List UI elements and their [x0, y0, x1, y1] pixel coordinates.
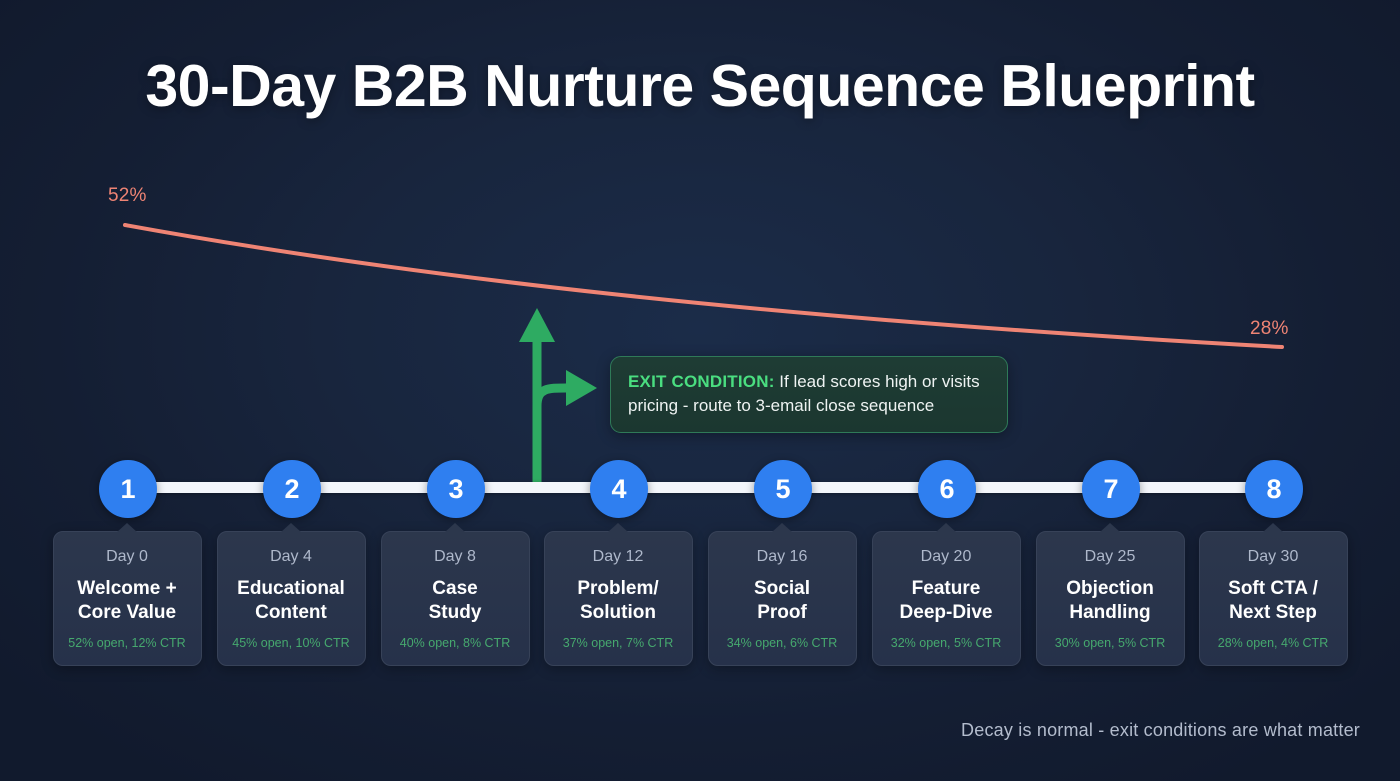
card-title: Soft CTA / Next Step	[1228, 577, 1318, 623]
footer-note: Decay is normal - exit conditions are wh…	[961, 720, 1360, 740]
card-day-label: Day 16	[756, 548, 808, 565]
card-day-label: Day 8	[434, 548, 476, 565]
card-notch	[608, 523, 628, 532]
card-day-label: Day 30	[1247, 548, 1299, 565]
card-title: Social Proof	[754, 577, 810, 623]
page-title: 30-Day B2B Nurture Sequence Blueprint	[145, 53, 1255, 119]
timeline-node-1[interactable]: 1	[99, 460, 157, 518]
card-metric: 34% open, 6% CTR	[726, 636, 838, 651]
step-card[interactable]: Day 16 Social Proof 34% open, 6% CTR	[707, 523, 857, 667]
exit-condition-text: EXIT CONDITION: If lead scores high or v…	[628, 370, 990, 418]
step-card[interactable]: Day 0 Welcome + Core Value 52% open, 12% C…	[52, 523, 202, 667]
step-card[interactable]: Day 25 Objection Handling 30% open, 5% CTR	[1035, 523, 1185, 667]
card-day-label: Day 4	[270, 548, 312, 565]
timeline-node-6[interactable]: 6	[918, 460, 976, 518]
card-notch	[772, 523, 792, 532]
timeline-node-5[interactable]: 5	[754, 460, 812, 518]
decay-curve-line	[123, 223, 1284, 349]
branch-right-stem	[532, 383, 572, 407]
step-card[interactable]: Day 4 Educational Content 45% open, 10% CT…	[216, 523, 366, 667]
card-metric: 40% open, 8% CTR	[399, 636, 511, 651]
timeline-node-7[interactable]: 7	[1082, 460, 1140, 518]
step-card[interactable]: Day 8 Case Study 40% open, 8% CTR	[380, 523, 530, 667]
card-notch	[936, 523, 956, 532]
card-title: Objection Handling	[1066, 577, 1154, 623]
exit-condition-label: EXIT CONDITION:	[628, 372, 775, 391]
card-notch	[1263, 523, 1283, 532]
card-day-label: Day 0	[106, 548, 148, 565]
timeline-node-4[interactable]: 4	[590, 460, 648, 518]
decay-end-label: 28%	[1250, 318, 1289, 339]
timeline-track	[127, 482, 1273, 493]
card-metric: 52% open, 12% CTR	[68, 636, 186, 651]
card-notch	[1100, 523, 1120, 532]
exit-condition-box: EXIT CONDITION: If lead scores high or v…	[610, 356, 1008, 434]
card-metric: 30% open, 5% CTR	[1054, 636, 1166, 651]
card-metric: 37% open, 7% CTR	[562, 636, 674, 651]
step-card[interactable]: Day 12 Problem/ Solution 37% open, 7% CTR	[543, 523, 693, 667]
card-day-label: Day 12	[592, 548, 644, 565]
branch-up-arrowhead	[519, 308, 555, 342]
card-metric: 45% open, 10% CTR	[232, 636, 350, 651]
card-notch	[281, 523, 301, 532]
decay-start-label: 52%	[108, 185, 147, 206]
card-title: Case Study	[428, 577, 482, 623]
timeline-node-2[interactable]: 2	[263, 460, 321, 518]
card-day-label: Day 20	[920, 548, 972, 565]
card-day-label: Day 25	[1084, 548, 1136, 565]
card-notch	[445, 523, 465, 532]
branch-right-arrowhead	[566, 370, 597, 406]
step-card[interactable]: Day 30 Soft CTA / Next Step 28% open, 4% C…	[1198, 523, 1348, 667]
timeline-node-3[interactable]: 3	[427, 460, 485, 518]
card-metric: 32% open, 5% CTR	[890, 636, 1002, 651]
card-title: Educational Content	[237, 577, 345, 623]
card-title: Problem/ Solution	[577, 577, 659, 623]
timeline-node-8[interactable]: 8	[1245, 460, 1303, 518]
card-metric: 28% open, 4% CTR	[1217, 636, 1329, 651]
card-title: Welcome + Core Value	[77, 577, 177, 623]
card-notch	[117, 523, 137, 532]
exit-condition-body: If lead scores high or visits pricing - …	[628, 372, 980, 416]
card-title: Feature Deep-Dive	[899, 577, 993, 623]
step-card[interactable]: Day 20 Feature Deep-Dive 32% open, 5% CTR	[871, 523, 1021, 667]
